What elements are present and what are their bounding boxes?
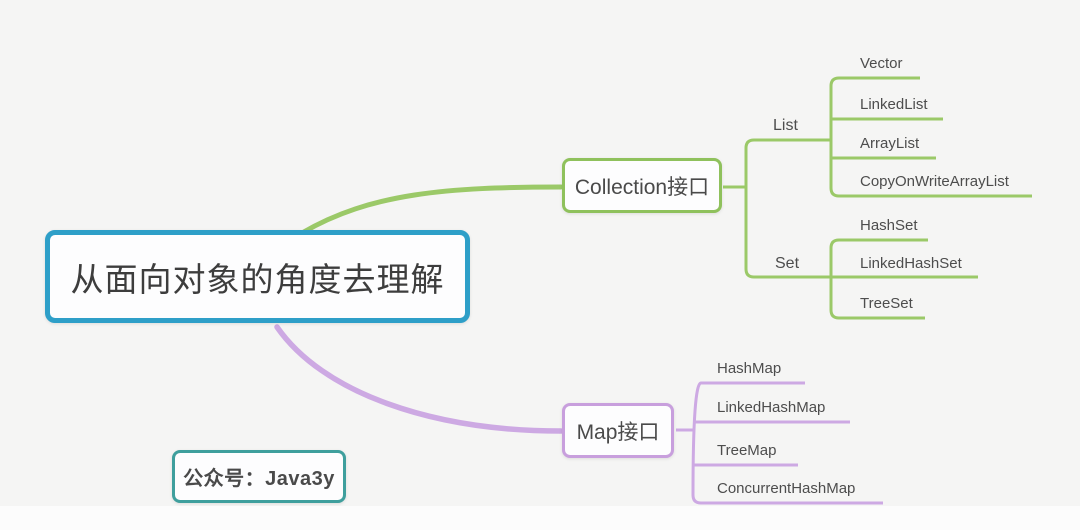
node-linkedlist[interactable]: LinkedList [860,96,928,113]
bottom-strip [0,506,1080,530]
edge-collection-trunk [744,138,978,279]
node-hashset[interactable]: HashSet [860,217,918,234]
collection-branch-node[interactable]: Collection接口 [562,158,722,213]
watermark-node[interactable]: 公众号：Java3y [172,450,346,503]
node-set-label[interactable]: Set [775,255,800,272]
node-arraylist[interactable]: ArrayList [860,135,920,152]
node-copyonwritearraylist[interactable]: CopyOnWriteArrayList [860,173,1009,190]
node-linkedhashset[interactable]: LinkedHashSet [860,255,962,272]
node-vector[interactable]: Vector [860,55,903,72]
node-treemap[interactable]: TreeMap [717,442,777,459]
edge-root-collection [299,184,564,236]
edge-list-children-trunk [829,76,1032,198]
node-treeset[interactable]: TreeSet [860,295,913,312]
map-branch-node[interactable]: Map接口 [562,403,674,458]
edge-map-children-trunk [691,381,883,505]
node-concurrenthashmap[interactable]: ConcurrentHashMap [717,480,856,497]
node-hashmap[interactable]: HashMap [717,360,782,377]
node-list-label[interactable]: List [773,117,798,134]
root-topic-node[interactable]: 从面向对象的角度去理解 [45,230,470,323]
edge-set-children-trunk [829,238,928,320]
edge-root-map [274,324,564,434]
node-linkedhashmap[interactable]: LinkedHashMap [717,399,826,416]
